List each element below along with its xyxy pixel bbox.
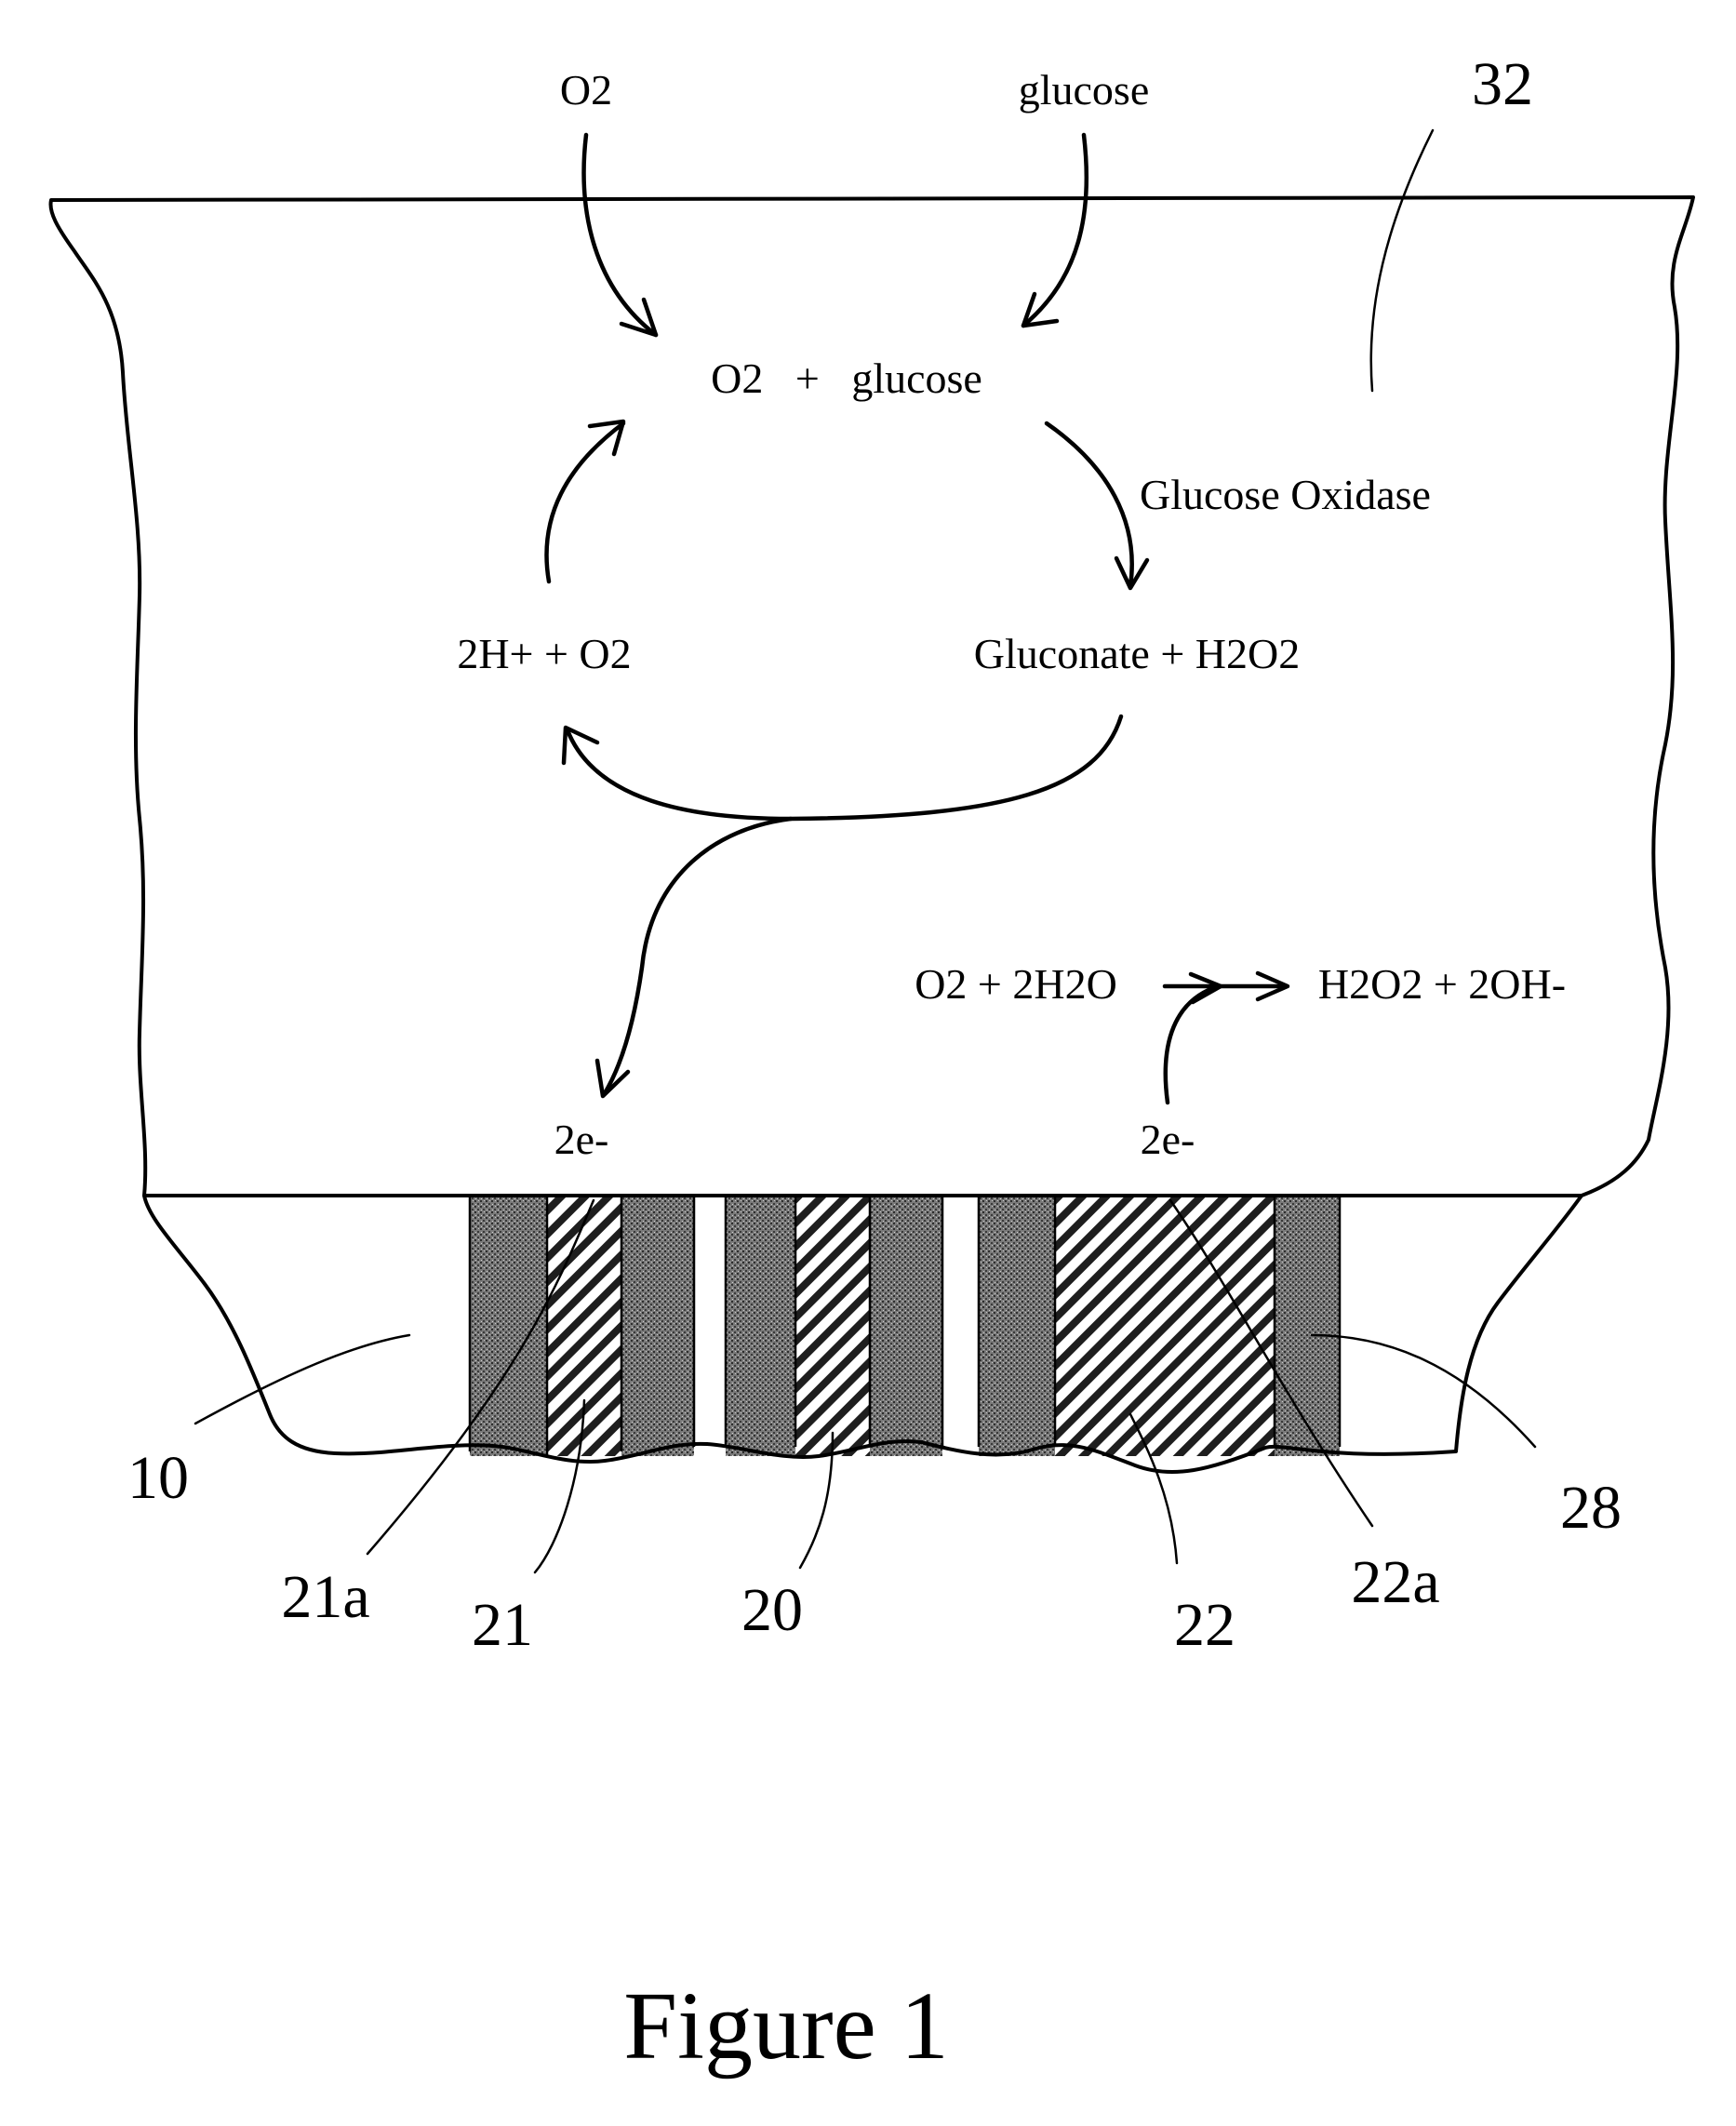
membrane-layer-outline	[50, 197, 1693, 1196]
ref-electrode-22: 22	[1174, 1591, 1235, 1659]
oxygen-input-label: O2	[560, 66, 612, 114]
glucose-input-label: glucose	[1019, 66, 1150, 114]
ref-contact-22a: 22a	[1351, 1548, 1439, 1616]
ref-electrode-20: 20	[741, 1576, 803, 1644]
insulator-strip	[979, 1196, 1055, 1456]
regeneration-arrow	[547, 423, 623, 582]
reduction-reactants-label: O2 + 2H2O	[915, 960, 1117, 1008]
ref-insulator-28: 28	[1560, 1474, 1622, 1542]
electrode-20-strip	[795, 1196, 870, 1456]
enzyme-label: Glucose Oxidase	[1140, 471, 1431, 518]
electrode-22-strip	[1055, 1196, 1275, 1456]
products-label: Gluconate + H2O2	[974, 630, 1300, 677]
reduction-products-label: H2O2 + 2OH-	[1318, 960, 1566, 1008]
ref-substrate: 10	[127, 1444, 189, 1512]
ref-electrode-21: 21	[472, 1591, 533, 1659]
insulator-28-strip	[1275, 1196, 1340, 1456]
figure-caption: Figure 1	[623, 1972, 949, 2079]
peroxide-oxidation-arrow	[568, 716, 1121, 819]
insulator-strip	[726, 1196, 795, 1456]
electrons-left-label: 2e-	[554, 1116, 609, 1163]
leader-line	[1371, 130, 1433, 391]
leader-line	[195, 1335, 409, 1424]
regenerated-label: 2H+ + O2	[457, 630, 631, 677]
electrons-right-label: 2e-	[1141, 1116, 1195, 1163]
insulator-strip	[870, 1196, 942, 1456]
electron-release-arrow	[605, 819, 791, 1093]
leader-line	[1312, 1335, 1535, 1447]
ref-contact-21a: 21a	[281, 1563, 369, 1631]
insulator-strip	[621, 1196, 694, 1456]
reactants-label: O2 + glucose	[711, 354, 982, 402]
ref-membrane: 32	[1472, 50, 1533, 118]
